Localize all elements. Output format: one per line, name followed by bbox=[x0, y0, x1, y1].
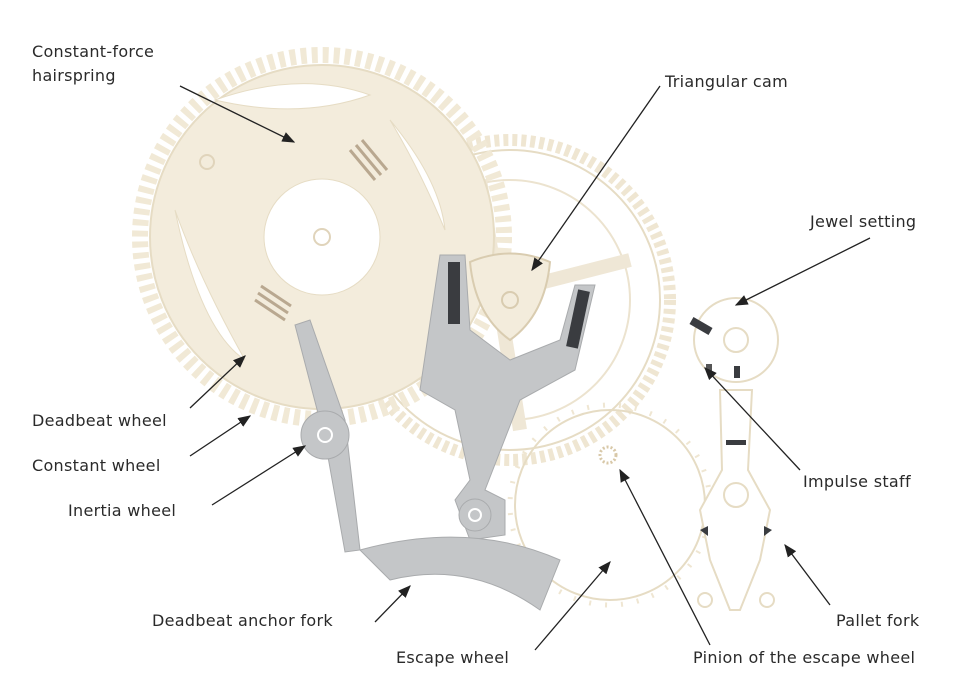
arrow-escape-wheel bbox=[534, 561, 611, 651]
label-jewel-setting: Jewel setting bbox=[809, 212, 916, 231]
jewel-left bbox=[448, 262, 460, 324]
label-pallet-fork: Pallet fork bbox=[836, 611, 920, 630]
jewel-right bbox=[566, 289, 590, 349]
label-inertia-wheel: Inertia wheel bbox=[68, 501, 176, 520]
deadbeat-wheel bbox=[132, 47, 512, 427]
label-pinion: Pinion of the escape wheel bbox=[693, 648, 915, 667]
label-hairspring-line1: Constant-force bbox=[32, 42, 154, 61]
arrow-triangular-cam bbox=[531, 85, 661, 272]
label-triangular-cam: Triangular cam bbox=[664, 72, 788, 91]
arrow-deadbeat-wheel bbox=[189, 355, 246, 409]
arrow-impulse-staff bbox=[704, 367, 801, 471]
label-deadbeat-wheel: Deadbeat wheel bbox=[32, 411, 167, 430]
triangular-cam-shape bbox=[468, 252, 552, 342]
label-hairspring-line2: hairspring bbox=[32, 66, 116, 85]
label-impulse-staff: Impulse staff bbox=[803, 472, 911, 491]
arrow-constant-wheel bbox=[189, 415, 252, 457]
arrow-anchor-fork bbox=[374, 585, 411, 623]
callout-arrows bbox=[179, 85, 871, 651]
arrow-hairspring bbox=[179, 85, 296, 143]
pinion-shape bbox=[598, 445, 618, 465]
arrow-inertia-wheel bbox=[211, 445, 307, 506]
label-deadbeat-anchor-fork: Deadbeat anchor fork bbox=[152, 611, 333, 630]
arrow-jewel-setting bbox=[734, 237, 871, 306]
arrow-pinion bbox=[619, 468, 711, 646]
deadbeat-anchor-fork-shape bbox=[294, 254, 596, 611]
label-constant-wheel: Constant wheel bbox=[32, 456, 161, 475]
arrow-pallet-fork bbox=[784, 543, 831, 606]
pallet-fork-shape bbox=[689, 297, 779, 611]
label-escape-wheel: Escape wheel bbox=[396, 648, 509, 667]
